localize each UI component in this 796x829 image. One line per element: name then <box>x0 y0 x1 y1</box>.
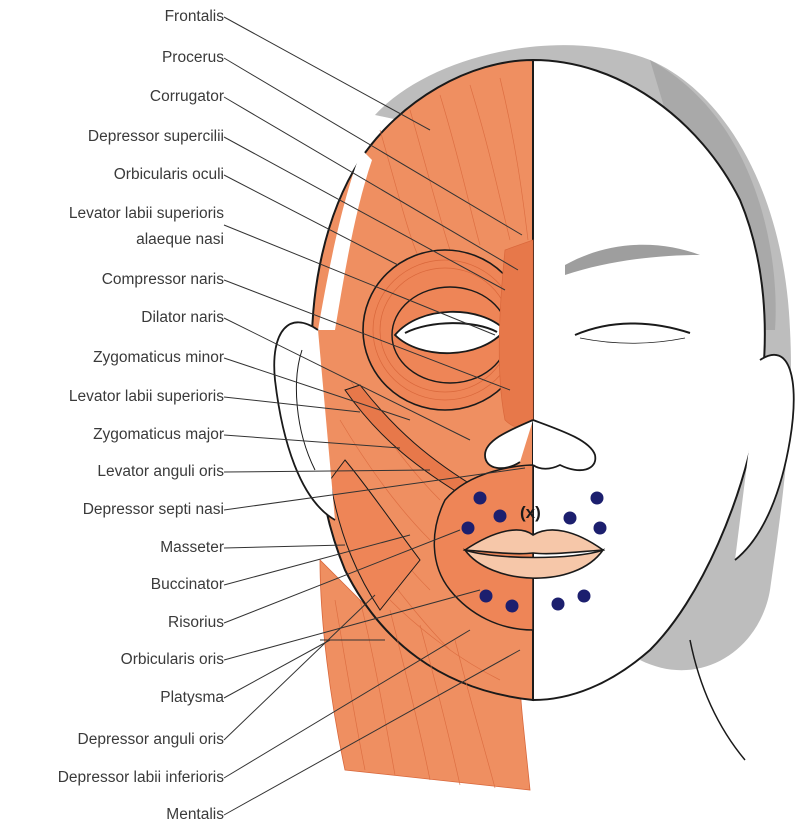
injection-dot <box>506 600 519 613</box>
label-zygomaticus-major: Zygomaticus major <box>93 426 224 444</box>
label-levator-anguli-oris: Levator anguli oris <box>97 463 224 481</box>
label-levator-labii-sup-alaeque-2: alaeque nasi <box>136 231 224 249</box>
label-depressor-labii-inferioris: Depressor labii inferioris <box>58 769 224 787</box>
label-orbicularis-oris: Orbicularis oris <box>121 651 224 669</box>
label-zygomaticus-minor: Zygomaticus minor <box>93 349 224 367</box>
label-corrugator: Corrugator <box>150 88 224 106</box>
label-buccinator: Buccinator <box>151 576 224 594</box>
injection-dot <box>578 590 591 603</box>
label-masseter: Masseter <box>160 539 224 557</box>
injection-dot <box>552 598 565 611</box>
label-dilator-naris: Dilator naris <box>141 309 224 327</box>
label-risorius: Risorius <box>168 614 224 632</box>
injection-dot <box>594 522 607 535</box>
injection-dot <box>494 510 507 523</box>
injection-dot <box>462 522 475 535</box>
label-procerus: Procerus <box>162 49 224 67</box>
label-orbicularis-oculi: Orbicularis oculi <box>114 166 224 184</box>
injection-dot <box>474 492 487 505</box>
label-levator-labii-superioris: Levator labii superioris <box>69 388 224 406</box>
center-injection-mark: (x) <box>520 503 541 523</box>
label-levator-labii-sup-alaeque-1: Levator labii superioris <box>69 205 224 223</box>
label-mentalis: Mentalis <box>166 806 224 824</box>
label-platysma: Platysma <box>160 689 224 707</box>
label-depressor-anguli-oris: Depressor anguli oris <box>78 731 224 749</box>
label-depressor-supercilii: Depressor supercilii <box>88 128 224 146</box>
injection-dot <box>564 512 577 525</box>
nasal-muscle <box>499 240 533 428</box>
injection-dot <box>591 492 604 505</box>
injection-dot <box>480 590 493 603</box>
label-frontalis: Frontalis <box>165 8 224 26</box>
label-depressor-septi-nasi: Depressor septi nasi <box>83 501 224 519</box>
label-compressor-naris: Compressor naris <box>102 271 224 289</box>
